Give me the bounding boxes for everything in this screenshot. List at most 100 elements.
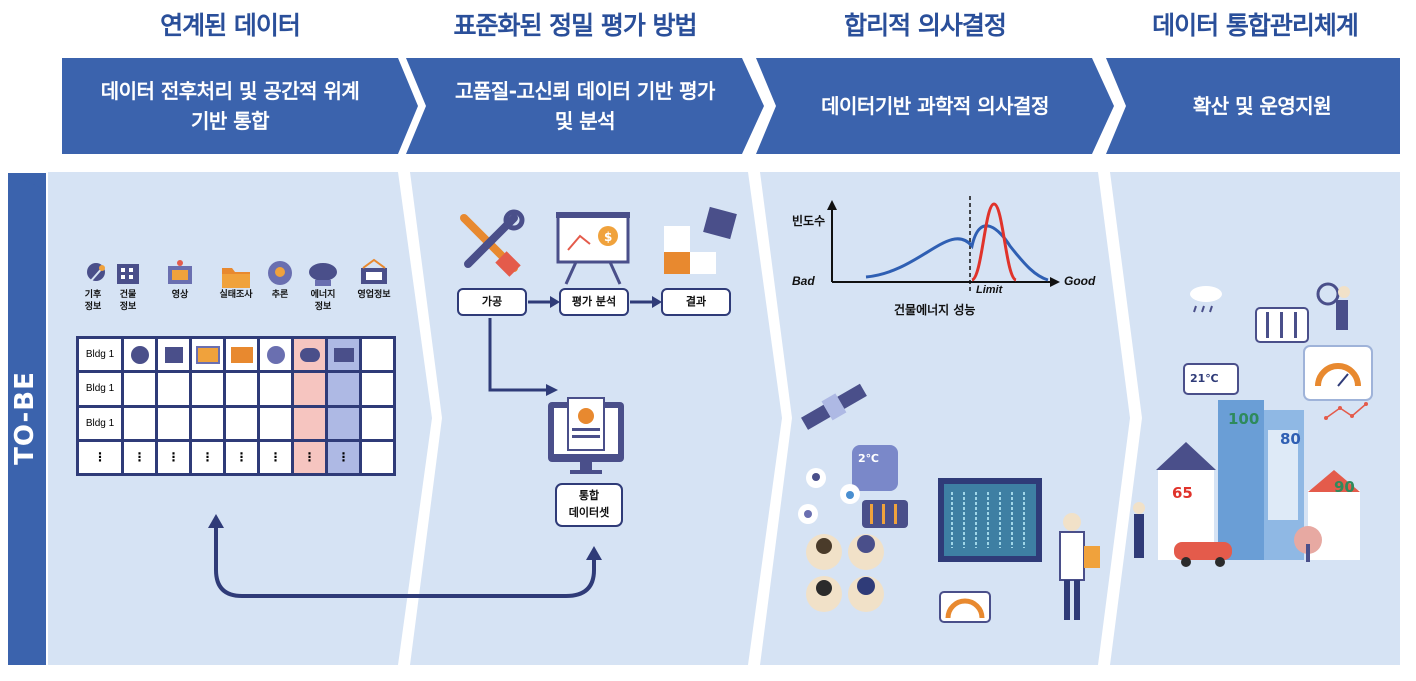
chevron-step-3 [756,58,1114,154]
table-cell [328,407,359,439]
table-cell [362,441,393,473]
step-label-2: 고품질-고신뢰 데이터 기반 평가 및 분석 [455,79,715,133]
chart-limit-label: Limit [976,284,1003,296]
process-label-1: 가공 [481,295,503,308]
network-graph-icon [1324,402,1368,420]
table-cell [362,373,393,405]
step-label-1: 데이터 전후처리 및 공간적 위계 기반 통합 [100,79,360,133]
column-title-2: 표준화된 정밀 평가 방법 [453,11,697,40]
location-pin-icon [806,468,826,488]
gauge-icon [939,591,991,623]
table-cell [192,407,223,439]
column-title-4: 데이터 통합관리체계 [1152,11,1359,40]
table-cell [124,373,155,405]
table-cell [328,373,359,405]
gauge-temp-readout: 2℃ [858,452,879,465]
tools-icon [460,209,525,277]
source-label-image: 영상 [171,290,189,300]
chart-xlabel: 건물에너지 성능 [894,303,976,317]
sliders-panel-icon [1255,307,1309,343]
table-cell [226,373,257,405]
puzzle-icon [664,206,737,274]
chevron-step-1 [62,58,418,154]
weather-icon [130,345,149,364]
water-drop-icon [840,484,860,504]
table-row-label: ⋮ [79,441,121,473]
table-cell-building [158,339,189,371]
svg-text:$: $ [604,230,612,244]
table-cell [226,407,257,439]
table-cell-extra [362,339,393,371]
weather-icon [87,263,105,283]
table-cell [260,373,291,405]
down-arrow [488,318,548,392]
city-illustration [1133,400,1360,567]
table-cell [124,407,155,439]
table-cell: ⋮ [124,441,155,473]
table-cell: ⋮ [328,441,359,473]
settings-icon [798,504,818,524]
dashboard-card-icon [1303,345,1373,401]
table-cell-folder [226,339,257,371]
badge-right: 80 [1280,430,1301,448]
chevron-step-2 [406,58,764,154]
table-cell-brain [260,339,291,371]
folder-icon [230,346,253,363]
table-row-label: Bldg 1 [79,373,121,405]
column-title-1: 연계된 데이터 [160,11,301,40]
data-table-grid: Bldg 1 Bldg 1 Bldg 1 ⋮ ⋮ ⋮ ⋮ ⋮ ⋮ ⋮ ⋮ [76,336,396,476]
source-label-business: 영업정보 [357,290,391,300]
badge-left: 65 [1172,484,1193,502]
table-cell-energy [294,339,325,371]
brain-icon [268,261,292,285]
side-label: TO-BE [10,371,40,465]
table-cell-weather [124,339,155,371]
process-label-3: 결과 [685,295,707,308]
table-cell [294,373,325,405]
temperature-card-icon [1183,363,1239,395]
source-label-survey: 실태조사 [219,290,253,300]
presentation-board-icon: $ [556,212,630,285]
brain-icon [266,345,285,364]
energy-cloud-icon [309,263,337,286]
table-cell: ⋮ [294,441,325,473]
table-row-label: Bldg 1 [79,339,121,371]
source-label-building: 건물 정보 [119,290,137,312]
column-title-3: 합리적 의사결정 [844,11,1007,40]
server-screen-icon [938,478,1042,562]
table-cell: ⋮ [192,441,223,473]
feedback-arrow-head-left [208,514,224,528]
image-icon [168,260,192,284]
business-icon [333,347,354,362]
monitor-gear-icon [548,397,624,474]
table-cell-business [328,339,359,371]
business-icon [361,258,387,284]
source-label-inference: 추론 [271,290,289,300]
energy-cloud-icon [299,347,320,362]
table-cell [294,407,325,439]
output-box [555,483,623,527]
side-bar-cap [8,173,46,190]
thermometer-gauge-icon [852,445,898,491]
folder-icon [222,268,250,288]
image-icon [195,345,220,364]
scientist-figure [1059,513,1100,620]
red-curve [971,202,1017,282]
building-icon [164,346,183,363]
table-cell: ⋮ [260,441,291,473]
table-cell [158,373,189,405]
people-avatars [806,534,884,612]
feedback-arrow-head-right [586,546,602,560]
table-cell [260,407,291,439]
chevron-step-4 [1106,58,1400,154]
distribution-chart [827,196,1060,292]
table-cell [158,407,189,439]
temp-readout: 21℃ [1190,372,1219,385]
table-cell: ⋮ [226,441,257,473]
chart-x-left: Bad [792,274,815,288]
process-box-1 [457,288,527,316]
building-icon [117,264,139,284]
satellite-icon [801,383,867,430]
chart-x-right: Good [1064,274,1096,288]
